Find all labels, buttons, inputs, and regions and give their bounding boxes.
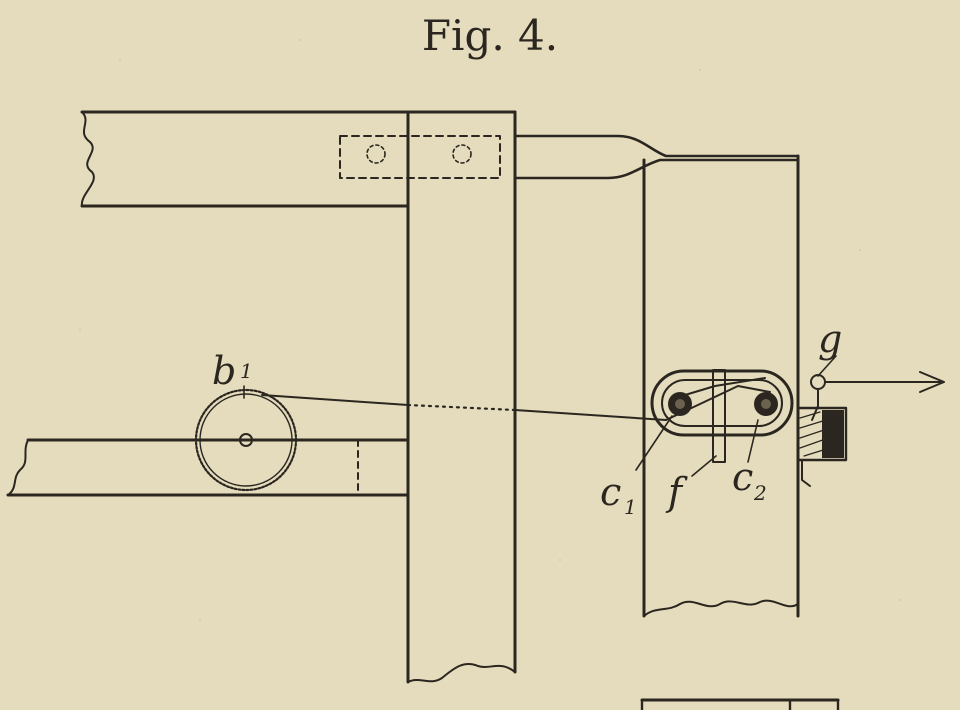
- label-b: b: [212, 349, 236, 393]
- axle-icon: [239, 433, 253, 447]
- label-leaders: [243, 355, 837, 477]
- rivet-icon: [366, 144, 386, 164]
- break-line-icon: [643, 599, 799, 617]
- hook-and-bracket: [796, 374, 848, 487]
- dashed-plate: [339, 135, 501, 179]
- top-horizontal-bar: [80, 110, 410, 208]
- eyelet-icon: [810, 374, 826, 390]
- lower-horizontal-bar: [6, 438, 410, 497]
- label-c2: c: [732, 455, 753, 499]
- pull-direction-arrow: [825, 371, 945, 393]
- pin-f: [712, 369, 726, 463]
- break-line-icon: [80, 111, 95, 207]
- right-vertical-post: [642, 154, 800, 618]
- clamp-block-icon: [822, 410, 844, 458]
- figure-title: Fig. 4.: [422, 11, 558, 60]
- label-b-subscript: 1: [240, 359, 253, 383]
- left-vertical-post: [406, 110, 517, 684]
- label-c2-subscript: 2: [753, 481, 767, 505]
- break-line-icon: [7, 439, 29, 496]
- clamp-housing: [650, 369, 794, 463]
- next-figure-fragment: [640, 698, 840, 710]
- label-c1-subscript: 1: [624, 495, 637, 519]
- label-f: f: [665, 470, 688, 514]
- pulley-b1: [194, 388, 298, 492]
- label-c1: c: [600, 470, 621, 514]
- label-g: g: [818, 317, 842, 361]
- paper-texture: [79, 39, 901, 621]
- spring-strip: [513, 134, 800, 180]
- rivet-icon: [452, 144, 472, 164]
- break-line-icon: [407, 662, 516, 683]
